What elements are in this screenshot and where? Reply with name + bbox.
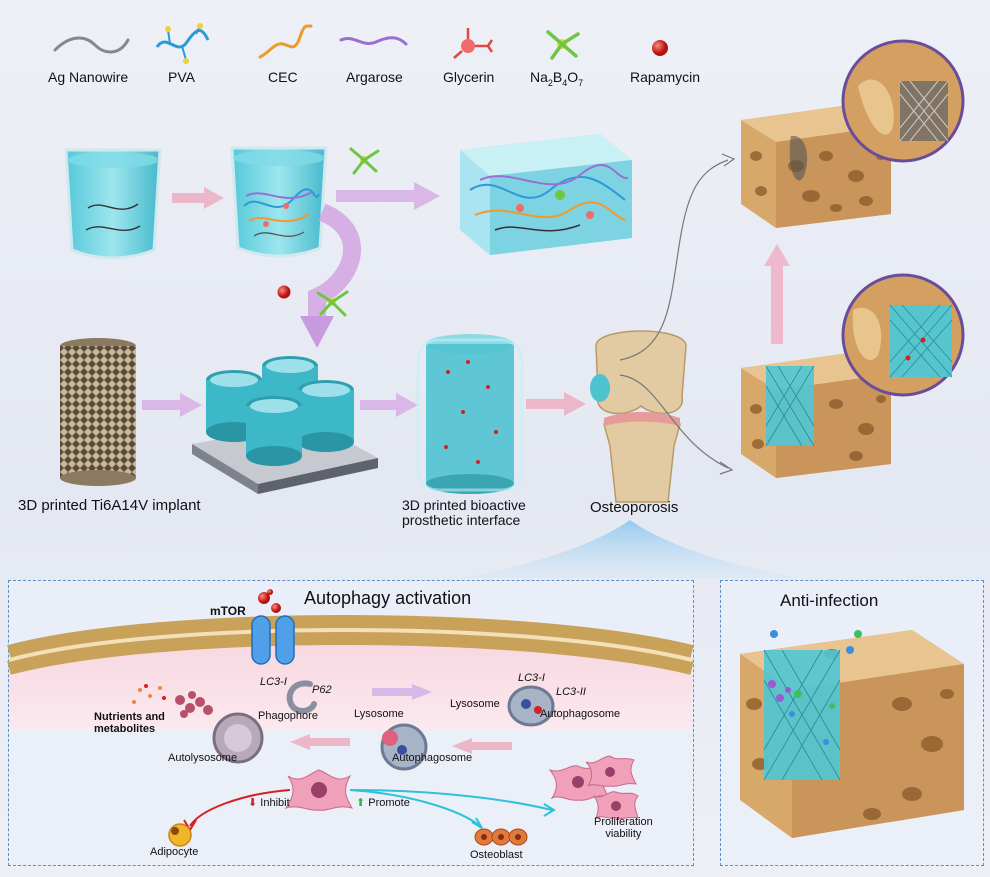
autophagosome-center-label: Autophagosome <box>392 752 473 764</box>
glycerin-molecule-floating <box>316 290 349 317</box>
osteoporosis-label: Osteoporosis <box>590 499 679 516</box>
mtor-label: mTOR <box>210 604 246 618</box>
fate-arrows <box>183 789 556 832</box>
argarose-icon <box>339 36 408 46</box>
arrow-right-2 <box>336 182 440 210</box>
autophagosome-right-label: Autophagosome <box>540 708 621 720</box>
cec-icon <box>258 24 313 59</box>
glycerin-icon <box>453 28 494 59</box>
borax-icon <box>546 30 580 60</box>
lysosome-center-label: Lysosome <box>354 708 404 720</box>
beaker-1 <box>64 148 162 260</box>
proliferating-cells <box>548 755 639 820</box>
arrow-right-1 <box>172 187 224 209</box>
printing-platform <box>192 356 378 494</box>
promote-label: ⬆ Promote <box>356 797 410 809</box>
focus-funnel <box>460 520 800 578</box>
ag-nanowire-icon <box>53 36 130 54</box>
phagophore-shape <box>286 680 317 714</box>
rapamycin-floating <box>277 285 291 299</box>
autolysosome-label: Autolysosome <box>168 752 238 764</box>
proliferation-label: Proliferation viability <box>594 816 653 840</box>
hydrogel-block <box>460 134 632 255</box>
arrow-up-pink <box>764 244 790 344</box>
autophagosome-center <box>380 723 428 771</box>
autophagosome-right <box>507 685 555 727</box>
promote-arrow-icon: ⬆ <box>356 797 366 809</box>
pva-icon <box>155 23 210 64</box>
bone-cube-bottom <box>741 352 891 478</box>
legend-label-glycerin: Glycerin <box>443 69 495 85</box>
inhibit-arrow-icon: ⬇ <box>248 797 258 809</box>
legend-label-pva: PVA <box>168 69 195 85</box>
phagophore-label: Phagophore <box>258 710 318 722</box>
legend-label-borax: Na2B4O7 <box>530 69 584 88</box>
inhibit-label: ⬇ Inhibit <box>248 797 290 809</box>
ti-implant <box>60 338 136 486</box>
beaker-2 <box>230 146 328 258</box>
bioactive-interface <box>416 334 524 494</box>
mtor-receptor <box>251 589 295 665</box>
p62-label: P62 <box>312 684 332 696</box>
arrow-right-cyto <box>372 684 432 700</box>
lc3-i-label: LC3-I <box>260 676 287 688</box>
lc3-ii-right-label: LC3-II <box>556 686 586 698</box>
legend-label-argarose: Argarose <box>346 69 403 85</box>
legend-label-cec: CEC <box>268 69 298 85</box>
implant-label: 3D printed Ti6A14V implant <box>18 497 201 514</box>
autolysosome-shape <box>212 712 264 764</box>
autophagy-title: Autophagy activation <box>304 588 472 608</box>
nutrient-particles <box>132 684 213 718</box>
arrow-right-3 <box>142 393 202 417</box>
connector-lines <box>619 153 736 475</box>
adipocyte-cell <box>168 823 192 847</box>
rapamycin-icon <box>652 40 668 56</box>
arrow-left-1 <box>290 734 350 750</box>
interface-label: 3D printed bioactive prosthetic interfac… <box>402 497 526 528</box>
lysosome-right-label: Lysosome <box>450 698 500 710</box>
stem-cell <box>284 769 354 811</box>
lc3-i-right-label: LC3-I <box>518 672 545 684</box>
legend-label-ag-nanowire: Ag Nanowire <box>48 69 129 85</box>
arrow-right-5 <box>526 392 586 416</box>
legend-label-rapamycin: Rapamycin <box>630 69 701 85</box>
infection-bone-cube <box>740 630 964 838</box>
anti-infection-title: Anti-infection <box>780 591 879 610</box>
curved-arrow-down <box>300 203 361 348</box>
magnifier-bottom <box>841 273 965 397</box>
nutrients-label: Nutrients and metabolites <box>94 711 165 735</box>
osteoblast-label: Osteoblast <box>470 849 523 861</box>
adipocyte-label: Adipocyte <box>150 846 199 858</box>
borax-molecule-floating <box>349 147 380 175</box>
magnifier-top <box>841 39 965 163</box>
knee-joint <box>590 330 687 503</box>
arrow-left-2 <box>452 738 512 754</box>
arrow-right-4 <box>360 393 418 417</box>
osteoblast-cells <box>474 828 528 846</box>
